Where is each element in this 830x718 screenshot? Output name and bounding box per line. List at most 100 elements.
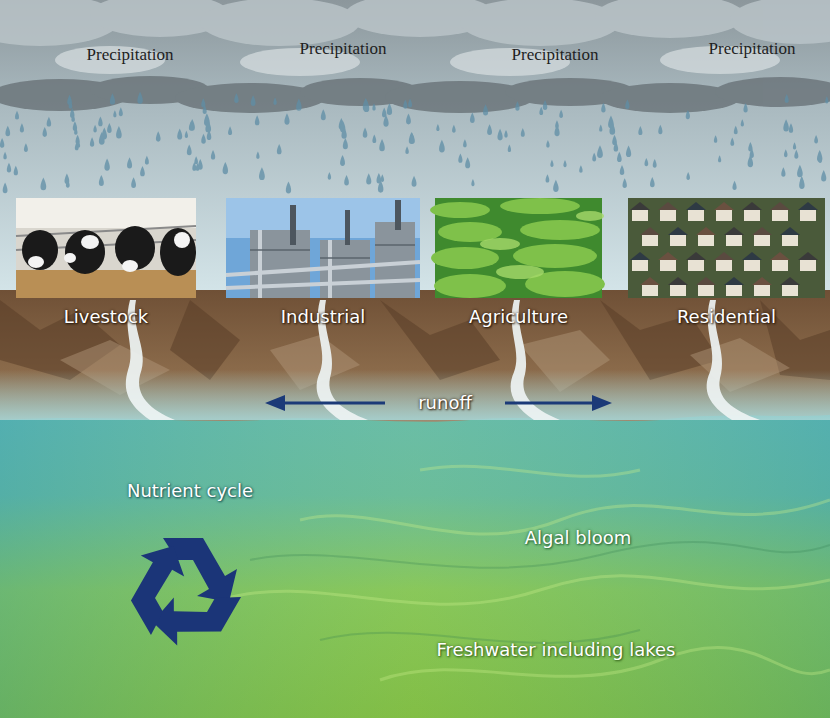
rain-drop [5,126,10,137]
rain-drop [470,112,475,123]
rain-drop [617,152,622,162]
rain-drop [387,103,392,115]
residential-photo [628,198,825,298]
rain-drop [127,157,132,168]
rain-drop [732,181,736,190]
rain-drop [102,128,107,140]
rain-drop [228,126,232,135]
rain-drop [748,155,753,167]
rain-drop [817,150,822,162]
rain-drop [623,178,627,188]
rain-drop [592,153,596,162]
rain-drop [452,125,456,133]
rain-drop [546,140,549,148]
rain-drop [340,155,345,166]
rain-drop [614,141,619,151]
rain-drop [734,126,738,134]
rain-drop [620,165,625,175]
rain-drop [409,132,414,144]
rain-drop [653,159,657,168]
rain-drop [74,127,77,134]
rain-drop [599,124,602,131]
rain-drop [730,137,734,145]
rain-drop [789,123,793,133]
rain-drop [69,101,73,109]
rain-drop [405,146,408,154]
rain-drop [286,182,291,194]
rain-drop [284,113,289,124]
rain-drop [137,92,142,104]
rain-drop [818,155,822,163]
rain-drop [99,175,104,186]
rain-drop [277,144,282,154]
rain-drop [403,100,407,109]
rain-drop [140,166,145,176]
rain-drop [550,160,553,167]
source-panel: Agriculture [435,198,602,327]
rain-drop [487,124,492,135]
rain-drop [644,158,648,166]
rain-drop [579,165,582,173]
weather-label: Precipitation [300,39,387,59]
rain-drop [255,115,260,125]
rain-drop [821,170,826,182]
rain-drop [344,175,349,185]
rain-drop [14,166,18,176]
rain-drop [378,180,384,192]
rain-drop [363,98,369,111]
rain-drop [714,135,717,143]
rain-drop [71,114,75,122]
rain-drop [379,139,385,151]
rain-drop [190,119,195,131]
rain-drop [553,180,559,192]
rain-drop [185,131,188,138]
rain-drop [104,159,109,171]
rain-drop [110,93,115,104]
rain-drop [116,126,122,139]
rain-drop [223,162,228,174]
rain-drop [408,99,412,108]
rain-drop [189,121,193,130]
rain-drop [177,128,182,139]
livestock-photo [16,198,196,298]
industrial-photo [226,198,420,298]
rain-drop [483,104,488,115]
recycle-symbol [114,538,241,661]
rain-drop [119,107,123,116]
rain-drop [626,145,631,157]
rain-drop [40,177,46,190]
rain-drop [658,125,662,134]
rain-drop [203,105,207,114]
rain-drop [341,127,346,139]
rain-drop [521,128,525,137]
weather-label: Precipitation [512,45,599,65]
rain-drop [784,149,788,157]
rain-drop [321,109,326,120]
source-panel: Residential [628,198,825,327]
rain-drop [406,114,411,125]
rain-drop [77,140,80,147]
rain-drop [799,177,804,189]
rain-drop [597,145,603,158]
rain-drop [546,174,550,182]
rain-drop [686,172,690,180]
rain-drop [20,123,24,132]
source-label: Livestock [16,306,196,327]
rain-drop [7,163,11,173]
region-label: Freshwater including lakes [437,640,676,661]
rain-drop [439,140,445,153]
rain-drop [504,130,507,138]
rain-drop [741,119,744,126]
rain-drop [543,100,547,110]
source-label: Agriculture [435,306,602,327]
rain-drop [508,145,511,152]
rain-drop [638,126,642,135]
rain-drop [93,125,96,133]
rain-drop [187,145,192,156]
rain-drop [296,98,302,110]
rain-drop [201,134,206,144]
rain-drop [205,120,211,133]
rain-drop [131,177,136,188]
rain-drop [743,103,747,112]
